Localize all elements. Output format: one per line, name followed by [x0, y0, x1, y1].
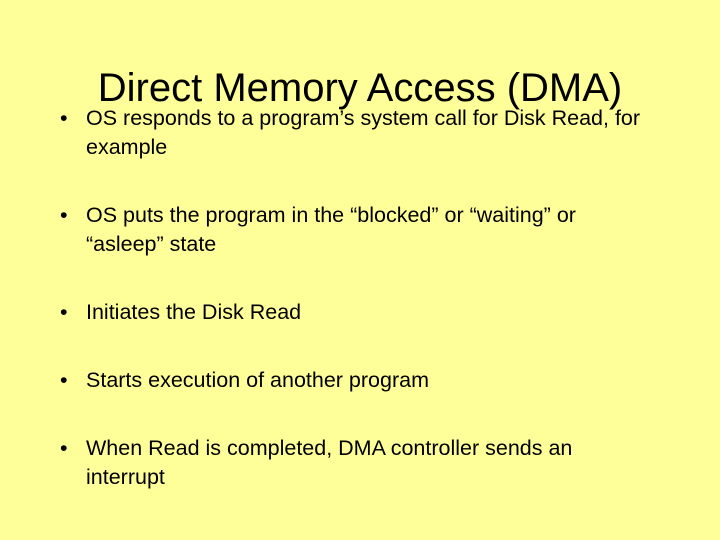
list-item: • OS puts the program in the “blocked” o…	[56, 201, 646, 259]
bullet-point-icon: •	[60, 300, 68, 324]
bullet-point-icon: •	[60, 203, 68, 227]
list-item-text: OS puts the program in the “blocked” or …	[86, 203, 576, 256]
list-item-text: When Read is completed, DMA controller s…	[86, 436, 573, 489]
list-item-text: Initiates the Disk Read	[86, 300, 302, 324]
list-item: • OS responds to a program’s system call…	[56, 104, 646, 162]
list-item: • Starts execution of another program	[56, 366, 646, 395]
list-item: • Initiates the Disk Read	[56, 298, 646, 327]
bullet-point-icon: •	[60, 106, 68, 130]
list-item-text: OS responds to a program’s system call f…	[86, 106, 641, 159]
list-item: • When Read is completed, DMA controller…	[56, 434, 646, 492]
bullet-point-icon: •	[60, 368, 68, 392]
list-item-text: Starts execution of another program	[86, 368, 429, 392]
page-title: Direct Memory Access (DMA)	[97, 65, 623, 110]
bullet-point-icon: •	[60, 436, 68, 460]
bullet-list: • OS responds to a program’s system call…	[56, 104, 646, 492]
